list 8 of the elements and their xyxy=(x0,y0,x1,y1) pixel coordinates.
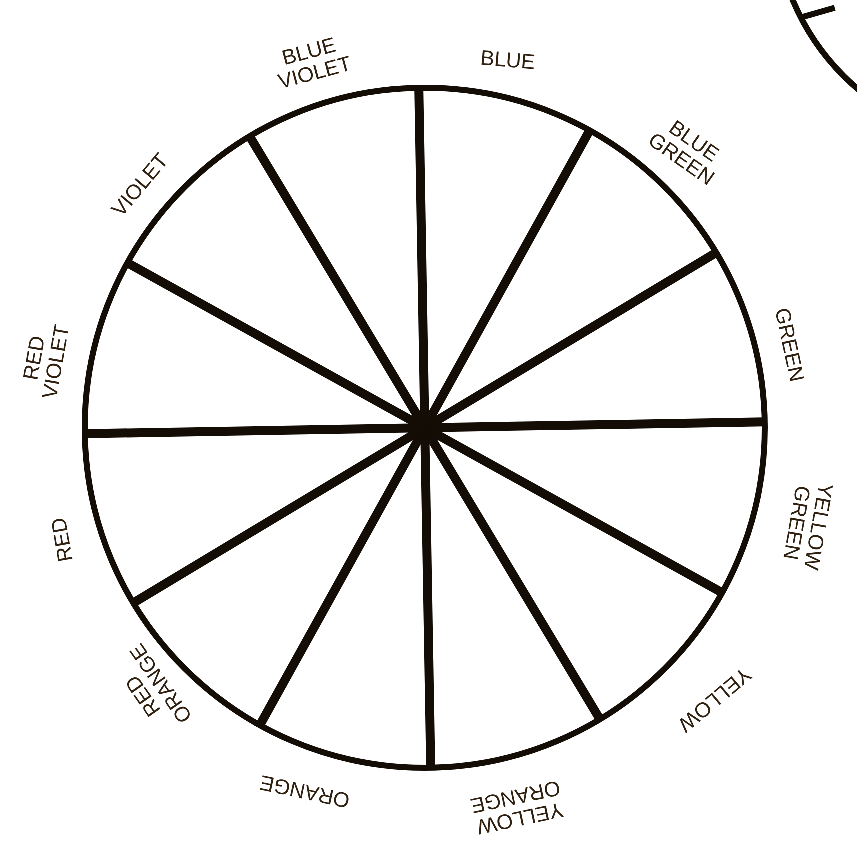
color-label: BLUE xyxy=(482,50,535,70)
color-label: RED VIOLET xyxy=(23,324,68,398)
color-label: YELLOW GREEN xyxy=(784,486,834,572)
color-label: RED xyxy=(52,519,73,562)
color-label: YELLOW ORANGE xyxy=(470,782,564,835)
color-label: ORANGE xyxy=(260,776,349,808)
color-label: GREEN xyxy=(776,309,804,382)
color-label: BLUE VIOLET xyxy=(276,38,349,88)
